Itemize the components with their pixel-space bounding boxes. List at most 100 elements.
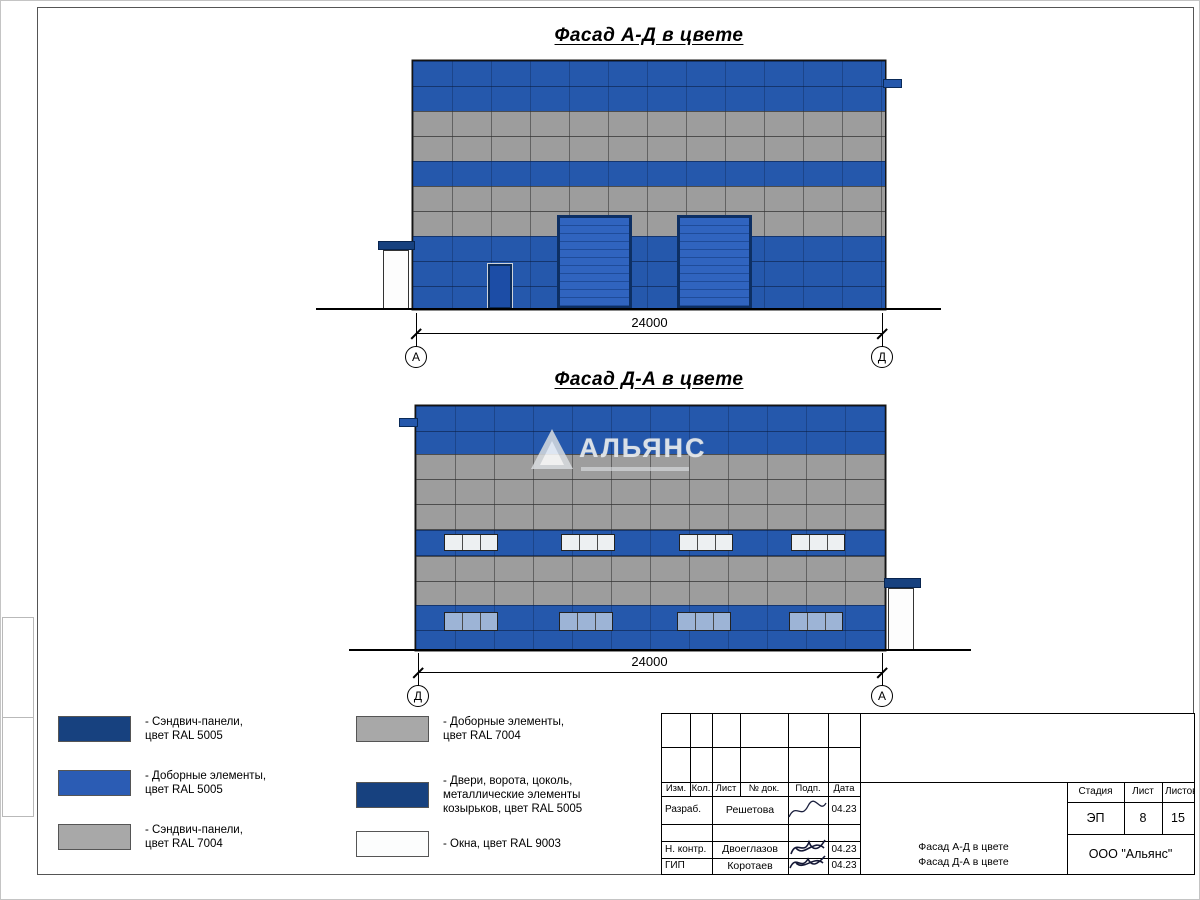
stamp-name: Двоеглазов <box>722 843 778 855</box>
window-strip <box>679 534 733 551</box>
stamp-line <box>860 714 861 874</box>
window-strip <box>677 612 731 631</box>
legend-item: - Сэндвич-панели, цвет RAL 5005 <box>58 715 243 743</box>
stamp-header-doc: № док. <box>748 783 780 794</box>
legend-item: - Доборные элементы, цвет RAL 7004 <box>356 715 564 743</box>
legend-label: - Доборные элементы, цвет RAL 5005 <box>145 770 267 796</box>
legend-swatch <box>58 770 131 796</box>
watermark-logo-icon <box>531 429 573 469</box>
company-name: ООО "Альянс" <box>1088 847 1173 861</box>
doc-title-line1: Фасад А-Д в цвете <box>918 841 1009 853</box>
window-strip <box>444 534 498 551</box>
stamp-date: 04.23 <box>831 804 857 815</box>
legend-label: - Сэндвич-панели, цвет RAL 7004 <box>145 824 243 850</box>
entry-door <box>488 264 512 309</box>
entry-pillar <box>888 588 914 650</box>
stamp-header-data: Дата <box>833 783 855 794</box>
window-strip <box>791 534 845 551</box>
stamp-line <box>1067 834 1194 835</box>
axis-marker: А <box>405 346 427 368</box>
window-strip <box>559 612 613 631</box>
window-strip <box>561 534 615 551</box>
roof-edge-tab <box>399 418 418 427</box>
stage-value: ЭП <box>1086 811 1105 825</box>
facade2-title: Фасад Д-А в цвете <box>554 369 744 390</box>
canopy <box>884 578 921 588</box>
stamp-line <box>1162 782 1163 834</box>
stamp-role: ГИП <box>665 860 685 871</box>
stamp-role: Н. контр. <box>665 844 707 855</box>
canopy <box>378 241 415 250</box>
stamp-date: 04.23 <box>831 860 857 871</box>
sheets-value: 15 <box>1171 811 1185 825</box>
legend-label: - Доборные элементы, цвет RAL 7004 <box>443 716 565 742</box>
gate-door <box>557 215 632 309</box>
legend-swatch <box>356 831 429 857</box>
legend-item: - Сэндвич-панели, цвет RAL 7004 <box>58 823 243 851</box>
legend-item: - Доборные элементы, цвет RAL 5005 <box>58 769 266 797</box>
stamp-line <box>1067 782 1068 874</box>
doc-title-line2: Фасад Д-А в цвете <box>918 856 1009 868</box>
watermark-subline <box>581 467 689 471</box>
entry-pillar <box>383 250 409 309</box>
titleblock: Изм. Кол. Лист № док. Подп. Дата Разраб.… <box>661 713 1195 875</box>
panel-band-gray <box>416 454 885 530</box>
legend-label: - Двери, ворота, цоколь, металлические э… <box>443 775 583 815</box>
panel-band-blue <box>416 406 885 454</box>
sheet-label: Лист <box>1132 786 1154 797</box>
stamp-line <box>690 714 691 796</box>
stamp-name: Решетова <box>725 804 775 816</box>
legend-swatch <box>58 824 131 850</box>
stamp-header-list: Лист <box>715 783 737 794</box>
panel-band-gray <box>413 111 885 161</box>
panel-band-blue <box>413 61 885 111</box>
stamp-line <box>788 714 789 874</box>
stamp-line <box>662 858 860 859</box>
panel-band-blue <box>413 161 885 186</box>
roof-edge-tab <box>883 79 902 88</box>
panel-band-gray <box>416 556 885 605</box>
sheets-label: Листов <box>1165 786 1194 797</box>
legend-item: - Двери, ворота, цоколь, металлические э… <box>356 774 582 816</box>
facade1-title: Фасад А-Д в цвете <box>554 25 744 46</box>
margin-stamp-box <box>2 717 34 817</box>
dimension-line <box>416 333 883 334</box>
axis-marker: Д <box>871 346 893 368</box>
stamp-header-podp: Подп. <box>795 783 821 794</box>
panel-band-blue <box>413 236 885 309</box>
stamp-line <box>740 714 741 796</box>
legend-swatch <box>58 716 131 742</box>
legend-swatch <box>356 782 429 808</box>
signature <box>789 855 826 869</box>
legend-label: - Окна, цвет RAL 9003 <box>443 838 561 850</box>
stamp-line <box>662 841 860 842</box>
gate-door <box>677 215 752 309</box>
stamp-header-izm: Изм. <box>665 783 687 794</box>
window-strip <box>444 612 498 631</box>
dimension-line <box>418 672 883 673</box>
ground-line <box>349 649 971 651</box>
legend-label: - Сэндвич-панели, цвет RAL 5005 <box>145 716 243 742</box>
stamp-line <box>662 747 860 748</box>
dimension-label: 24000 <box>631 315 668 330</box>
legend-swatch <box>356 716 429 742</box>
stamp-line <box>662 824 860 825</box>
axis-marker: Д <box>407 685 429 707</box>
dimension-label: 24000 <box>631 654 668 669</box>
signature <box>788 800 827 818</box>
stamp-header-kol: Кол. <box>691 783 711 794</box>
signature <box>790 839 826 855</box>
stamp-line <box>712 714 713 874</box>
legend-item: - Окна, цвет RAL 9003 <box>356 831 561 857</box>
sheet-value: 8 <box>1139 811 1147 825</box>
stage-label: Стадия <box>1078 786 1113 797</box>
panel-band-gray <box>413 186 885 236</box>
stamp-role: Разраб. <box>665 804 702 815</box>
stamp-line <box>1067 802 1194 803</box>
stamp-line <box>828 714 829 874</box>
facade2-drawing <box>416 406 885 650</box>
stamp-name: Коротаев <box>727 860 773 872</box>
stamp-line <box>662 796 860 797</box>
window-strip <box>789 612 843 631</box>
